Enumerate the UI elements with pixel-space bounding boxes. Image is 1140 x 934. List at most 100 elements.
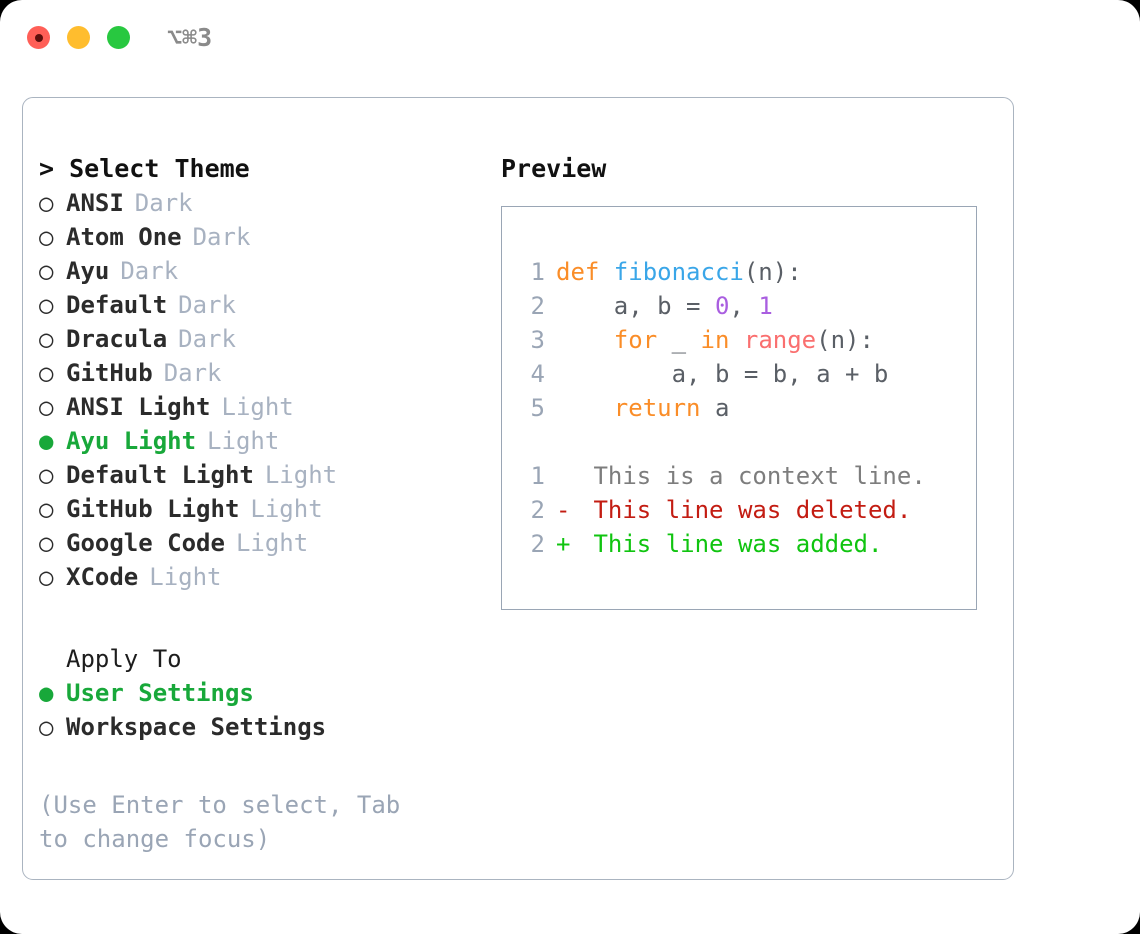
- code-line-text: for _ in range(n):: [556, 323, 874, 357]
- theme-variant-badge: Light: [235, 529, 309, 557]
- code-token-plain: (n):: [816, 326, 874, 354]
- diff-line-ctx: 1 This is a context line.: [516, 459, 976, 493]
- code-token-plain: [556, 326, 614, 354]
- theme-variant-badge: Dark: [178, 291, 236, 319]
- line-number: 2: [530, 496, 545, 524]
- theme-variant-badge: Dark: [120, 257, 179, 285]
- theme-option-dracula[interactable]: ○ Dracula Dark: [39, 322, 499, 356]
- diff-line-text: This line was deleted.: [579, 496, 912, 524]
- theme-option-github[interactable]: ○ GitHub Dark: [39, 356, 499, 390]
- code-token-plain: (n):: [743, 258, 802, 286]
- theme-variant-badge: Dark: [134, 189, 193, 217]
- code-line: 5 return a: [516, 391, 976, 425]
- apply-to-list[interactable]: ● User Settings ○Workspace Settings: [39, 676, 499, 744]
- zoom-button[interactable]: [107, 26, 130, 49]
- theme-variant-badge: Light: [207, 427, 280, 455]
- theme-option-label: Dracula: [66, 325, 168, 353]
- line-number: 2: [530, 530, 545, 558]
- theme-option-label: Default: [66, 291, 168, 319]
- theme-option-xcode[interactable]: ○ XCode Light: [39, 560, 499, 594]
- diff-sample: 1 This is a context line. 2- This line wa…: [516, 459, 976, 561]
- theme-option-label: Ayu: [66, 257, 110, 285]
- theme-option-ayu[interactable]: ○ Ayu Dark: [39, 254, 499, 288]
- apply-option-label: User Settings: [66, 679, 254, 707]
- theme-option-github-light[interactable]: ○ GitHub Light Light: [39, 492, 499, 526]
- code-line-text: a, b = b, a + b: [556, 357, 889, 391]
- code-line: 4 a, b = b, a + b: [516, 357, 976, 391]
- theme-option-label: GitHub: [66, 359, 153, 387]
- code-token-num: 1: [758, 292, 773, 320]
- line-number: 3: [530, 326, 545, 354]
- diff-line-text: This is a context line.: [579, 462, 926, 490]
- line-number: 2: [530, 292, 545, 320]
- code-line-text: def fibonacci(n):: [556, 255, 802, 289]
- code-token-plain: _: [657, 326, 701, 354]
- keyboard-shortcut-label: ⌥⌘3: [167, 23, 213, 52]
- diff-line-text: This line was added.: [579, 530, 883, 558]
- theme-variant-badge: Dark: [163, 359, 222, 387]
- theme-option-label: GitHub Light: [66, 495, 240, 523]
- apply-to-heading: Apply To: [66, 645, 182, 673]
- theme-option-label: Google Code: [66, 529, 225, 557]
- radio-unselected-icon: ○: [39, 325, 54, 353]
- radio-unselected-icon: ○: [39, 257, 54, 285]
- radio-unselected-icon: ○: [39, 189, 54, 217]
- line-number: 4: [530, 360, 545, 388]
- radio-selected-icon: ●: [39, 679, 54, 707]
- theme-variant-badge: Light: [221, 393, 294, 421]
- diff-marker-ctx: [556, 459, 579, 493]
- radio-unselected-icon: ○: [39, 461, 54, 489]
- code-token-kw: for: [613, 326, 658, 354]
- radio-unselected-icon: ○: [39, 563, 54, 591]
- theme-variant-badge: Dark: [192, 223, 251, 251]
- code-token-plain: a, b = b, a + b: [556, 360, 889, 388]
- radio-unselected-icon: ○: [39, 529, 54, 557]
- theme-option-label: XCode: [66, 563, 139, 591]
- diff-marker-del: -: [556, 496, 571, 524]
- theme-option-google-code[interactable]: ○ Google Code Light: [39, 526, 499, 560]
- code-token-kw: in: [700, 326, 730, 354]
- select-theme-heading: > Select Theme: [39, 154, 250, 183]
- theme-variant-badge: Light: [149, 563, 222, 591]
- code-token-plain: a, b =: [556, 292, 715, 320]
- radio-unselected-icon: ○: [39, 713, 54, 741]
- line-number: 1: [530, 462, 545, 490]
- code-token-plain: a: [700, 394, 730, 422]
- code-token-kw: return: [613, 394, 701, 422]
- apply-option-user-settings[interactable]: ● User Settings: [39, 676, 499, 710]
- line-number: 5: [530, 394, 545, 422]
- theme-option-ansi[interactable]: ○ ANSI Dark: [39, 186, 499, 220]
- apply-option-workspace-settings[interactable]: ○Workspace Settings: [39, 710, 499, 744]
- code-token-fn: fibonacci: [613, 258, 744, 286]
- close-button[interactable]: [27, 26, 50, 49]
- theme-option-label: ANSI: [66, 189, 124, 217]
- diff-line-add: 2 + This line was added.: [516, 527, 976, 561]
- line-number: 1: [530, 258, 545, 286]
- radio-selected-icon: ●: [39, 427, 54, 455]
- diff-marker-add: +: [556, 530, 571, 558]
- theme-option-label: Default Light: [66, 461, 254, 489]
- code-token-kw: def: [556, 258, 614, 286]
- theme-variant-badge: Light: [250, 495, 323, 523]
- code-line-text: a, b = 0, 1: [556, 289, 773, 323]
- minimize-button[interactable]: [67, 26, 90, 49]
- code-token-num: 0: [714, 292, 730, 320]
- theme-option-label: Atom One: [66, 223, 182, 251]
- radio-unselected-icon: ○: [39, 495, 54, 523]
- radio-unselected-icon: ○: [39, 359, 54, 387]
- code-diff-separator: [516, 425, 976, 459]
- code-line: 1 def fibonacci(n):: [516, 255, 976, 289]
- theme-option-label: ANSI Light: [66, 393, 211, 421]
- theme-variant-badge: Dark: [178, 325, 236, 353]
